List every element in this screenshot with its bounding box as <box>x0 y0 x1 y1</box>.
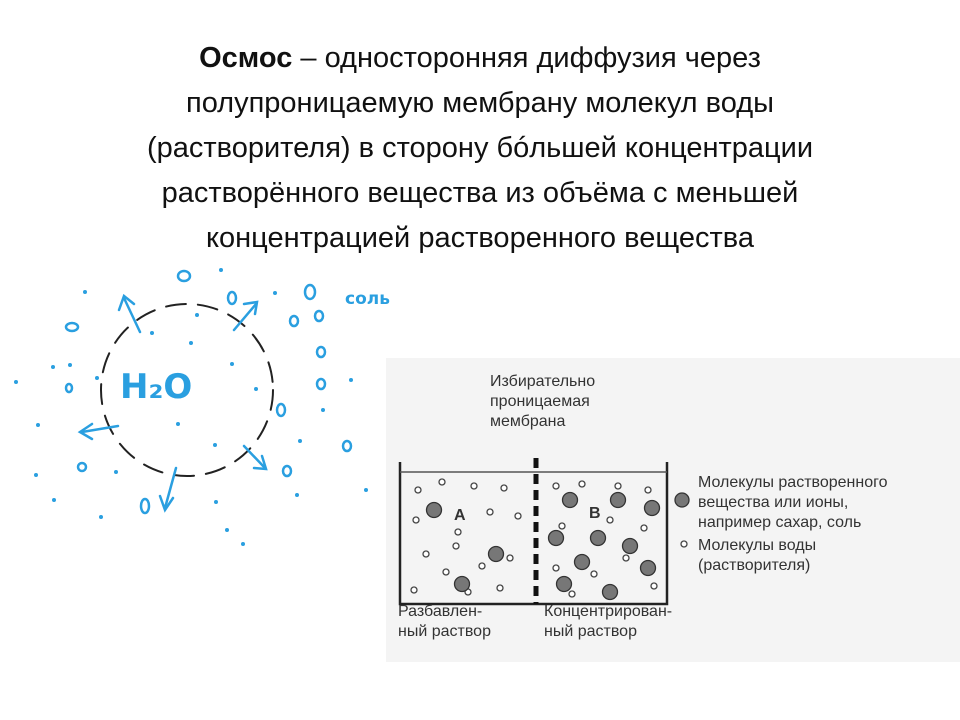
water-molecule <box>558 522 566 530</box>
water-molecule <box>614 482 622 490</box>
legend-solute-text: Молекулы растворенного вещества или ионы… <box>698 473 888 533</box>
concentrated-line-1: Концентрирован- <box>544 603 673 620</box>
legend-water-text: Молекулы воды (растворителя) <box>698 536 816 576</box>
water-molecule <box>442 568 450 576</box>
legend-solute-line-1: Молекулы растворенного <box>698 474 888 491</box>
water-molecule <box>412 516 420 524</box>
dilute-solution-label: Разбавлен- ный раствор <box>398 602 491 642</box>
solute-molecule <box>601 583 619 601</box>
compartment-b-label: B <box>589 505 601 522</box>
osmosis-figure: Избирательно проницаемая мембрана A B Мо… <box>386 358 960 662</box>
solute-molecule <box>453 575 471 593</box>
concentrated-solution-label: Концентрирован- ный раствор <box>544 602 672 642</box>
water-molecules <box>410 478 658 598</box>
water-molecule <box>486 508 494 516</box>
water-molecule <box>478 562 486 570</box>
water-molecule <box>644 486 652 494</box>
legend-water-line-2: (растворителя) <box>698 557 811 574</box>
legend-water-marker <box>680 540 688 548</box>
water-molecule <box>452 542 460 550</box>
dilute-line-1: Разбавлен- <box>398 603 483 620</box>
solute-molecule <box>643 499 661 517</box>
water-molecule <box>578 480 586 488</box>
solute-molecule <box>561 491 579 509</box>
water-molecule <box>568 590 576 598</box>
osmosis-term: Осмос <box>199 42 293 74</box>
water-molecule <box>454 528 462 536</box>
diffusion-arrows <box>77 293 268 513</box>
water-molecule <box>438 478 446 486</box>
legend-water-line-1: Молекулы воды <box>698 537 817 554</box>
osmosis-sketch: H₂O соль <box>14 268 390 546</box>
water-molecule <box>606 516 614 524</box>
solute-molecules <box>425 491 661 601</box>
membrane-label-line-2: проницаемая <box>490 393 590 410</box>
cell-boundary <box>100 303 274 477</box>
membrane-label-line-3: мембрана <box>490 413 566 430</box>
water-molecule <box>470 482 478 490</box>
salt-molecules <box>64 269 353 515</box>
water-molecule <box>506 554 514 562</box>
water-molecule <box>552 482 560 490</box>
water-molecule <box>514 512 522 520</box>
water-molecule <box>500 484 508 492</box>
title-line-1: Осмос – односторонняя диффузия через <box>40 36 920 81</box>
solute-molecule <box>589 529 607 547</box>
solute-molecule <box>487 545 505 563</box>
definition-part-1: – односторонняя диффузия через <box>292 42 761 74</box>
water-molecule <box>410 586 418 594</box>
dilute-line-2: ный раствор <box>398 623 491 640</box>
title-line-2: полупроницаемую мембрану молекул воды <box>185 87 774 119</box>
water-molecule <box>640 524 648 532</box>
compartment-a-label: A <box>454 507 466 524</box>
water-dots <box>14 268 368 546</box>
water-label: H₂O <box>120 367 192 407</box>
legend-solute-line-3: например сахар, соль <box>698 514 862 531</box>
membrane-label-line-1: Избирательно <box>490 373 596 390</box>
water-molecule <box>590 570 598 578</box>
legend-solute-marker <box>674 492 690 508</box>
slide-title: Осмос – односторонняя диффузия через пол… <box>40 36 920 261</box>
title-line-3: (растворителя) в сторону бóльшей концент… <box>146 132 814 164</box>
water-molecule <box>622 554 630 562</box>
solute-molecule <box>621 537 639 555</box>
solute-molecule <box>609 491 627 509</box>
salt-label: соль <box>345 289 390 309</box>
solute-molecule <box>555 575 573 593</box>
membrane-label: Избирательно проницаемая мембрана <box>490 372 595 432</box>
solute-molecule <box>573 553 591 571</box>
water-molecule <box>414 486 422 494</box>
water-molecule <box>422 550 430 558</box>
title-line-4: растворённого вещества из объёма с меньш… <box>161 177 799 209</box>
water-molecule <box>496 584 504 592</box>
water-molecule <box>552 564 560 572</box>
water-molecule <box>650 582 658 590</box>
concentrated-line-2: ный раствор <box>544 623 637 640</box>
solute-molecule <box>425 501 443 519</box>
title-line-5: концентрацией растворенного вещества <box>206 222 754 254</box>
solute-molecule <box>547 529 565 547</box>
solute-molecule <box>639 559 657 577</box>
legend-solute-line-2: вещества или ионы, <box>698 494 849 511</box>
